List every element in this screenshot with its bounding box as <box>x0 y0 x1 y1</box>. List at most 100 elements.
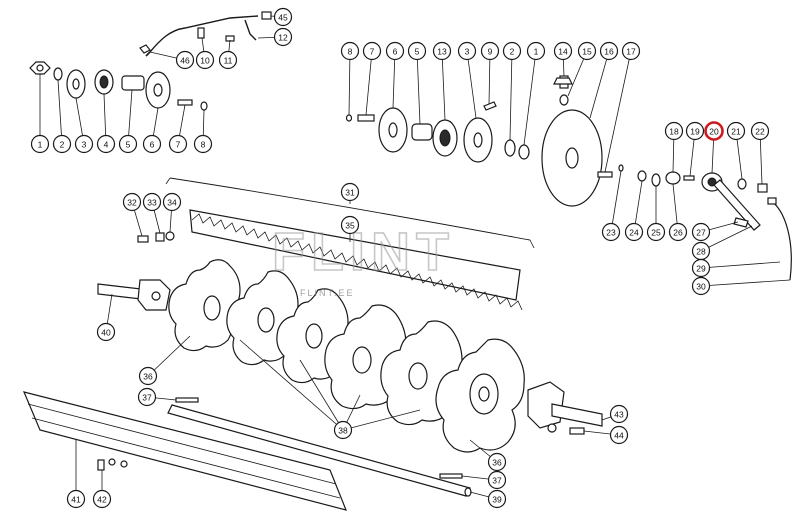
callout-14: 14 <box>553 41 573 61</box>
callout-label: 6 <box>150 140 155 150</box>
callout-circle <box>553 41 573 61</box>
callout-circle <box>118 134 138 154</box>
callout-label: 7 <box>176 140 181 150</box>
callout-circle <box>646 222 666 242</box>
callout-circle <box>691 222 711 242</box>
leader-line <box>348 50 351 116</box>
callout-label: 18 <box>669 127 679 137</box>
callout-label: 16 <box>604 47 614 57</box>
callout-9: 9 <box>480 41 500 61</box>
callout-circle <box>407 41 427 61</box>
callout-circle <box>30 134 50 154</box>
leader-line <box>392 50 396 109</box>
callout-circle <box>502 41 522 61</box>
callout-label: 30 <box>696 282 706 292</box>
callout-42: 42 <box>92 489 112 509</box>
callout-circle <box>691 258 711 278</box>
callout-25: 25 <box>646 222 666 242</box>
drive-linkage-assembly <box>618 164 792 281</box>
callout-3: 3 <box>457 41 477 61</box>
callout-43: 43 <box>609 404 629 424</box>
callout-label: 36 <box>492 458 502 468</box>
callout-13: 13 <box>432 41 452 61</box>
callout-label: 37 <box>142 393 152 403</box>
leader-line <box>57 79 63 145</box>
callout-label: 24 <box>629 228 639 238</box>
callout-circle <box>66 489 86 509</box>
callout-circle <box>726 121 746 141</box>
callout-label: 2 <box>60 140 65 150</box>
callout-circle <box>664 121 684 141</box>
callout-label: 41 <box>71 495 81 505</box>
leader-line <box>589 50 610 119</box>
leader-line <box>239 339 344 431</box>
callout-label: 13 <box>437 47 447 57</box>
callout-circle <box>195 50 215 70</box>
callout-27: 27 <box>691 222 711 242</box>
callout-37: 37 <box>137 387 157 407</box>
callout-8: 8 <box>193 134 213 154</box>
callout-41: 41 <box>66 489 86 509</box>
callout-circle <box>480 41 500 61</box>
callout-7: 7 <box>168 134 188 154</box>
callout-label: 2 <box>510 47 515 57</box>
callout-label: 1 <box>534 47 539 57</box>
callout-circle <box>340 215 360 235</box>
callout-2: 2 <box>52 134 72 154</box>
callout-circle <box>385 41 405 61</box>
callout-label: 46 <box>180 56 190 66</box>
callout-label: 44 <box>614 431 624 441</box>
callout-46: 46 <box>175 50 195 70</box>
callout-28: 28 <box>691 241 711 261</box>
callout-circle <box>340 41 360 61</box>
callout-36: 36 <box>138 366 158 386</box>
callout-label: 29 <box>696 264 706 274</box>
callout-6: 6 <box>142 134 162 154</box>
callout-40: 40 <box>96 322 116 342</box>
callout-label: 33 <box>147 198 157 208</box>
callout-label: 40 <box>101 328 111 338</box>
callout-29: 29 <box>691 258 711 278</box>
callout-circle <box>96 134 116 154</box>
leader-line <box>466 50 477 119</box>
callout-7: 7 <box>362 41 382 61</box>
callout-19: 19 <box>685 121 705 141</box>
callout-circle <box>750 121 770 141</box>
long-rods-and-channel <box>22 391 472 511</box>
callout-label: 5 <box>415 47 420 57</box>
left-stub-shaft <box>97 279 171 311</box>
callout-circle <box>624 222 644 242</box>
callout-label: 22 <box>755 127 765 137</box>
callout-6: 6 <box>385 41 405 61</box>
callout-circle <box>526 41 546 61</box>
callout-circle <box>340 182 360 202</box>
callout-label: 17 <box>626 47 636 57</box>
callout-label: 1 <box>38 140 43 150</box>
callout-label: 8 <box>201 140 206 150</box>
callout-4: 4 <box>96 134 116 154</box>
callout-circle <box>138 366 158 386</box>
callout-23: 23 <box>601 222 621 242</box>
callout-label: 21 <box>731 127 741 137</box>
serrated-knife-bar <box>137 177 535 311</box>
callout-label: 4 <box>104 140 109 150</box>
leader-line <box>509 50 513 141</box>
callout-39: 39 <box>487 489 507 509</box>
callout-11: 11 <box>218 50 238 70</box>
callout-circle <box>162 192 182 212</box>
watermark-url: FLINT.EE <box>300 288 355 298</box>
callout-44: 44 <box>609 425 629 445</box>
callout-label: 6 <box>393 47 398 57</box>
callout-33: 33 <box>142 192 162 212</box>
leader-line <box>610 170 622 233</box>
callout-circle <box>273 27 293 47</box>
callout-circle <box>487 470 507 490</box>
callout-circle <box>122 192 142 212</box>
callout-label: 8 <box>348 47 353 57</box>
callout-circle <box>599 41 619 61</box>
left-bearing-assembly <box>29 61 208 111</box>
callout-circle <box>142 134 162 154</box>
right-bearing-assembly <box>345 75 613 207</box>
leader-line <box>700 261 781 269</box>
